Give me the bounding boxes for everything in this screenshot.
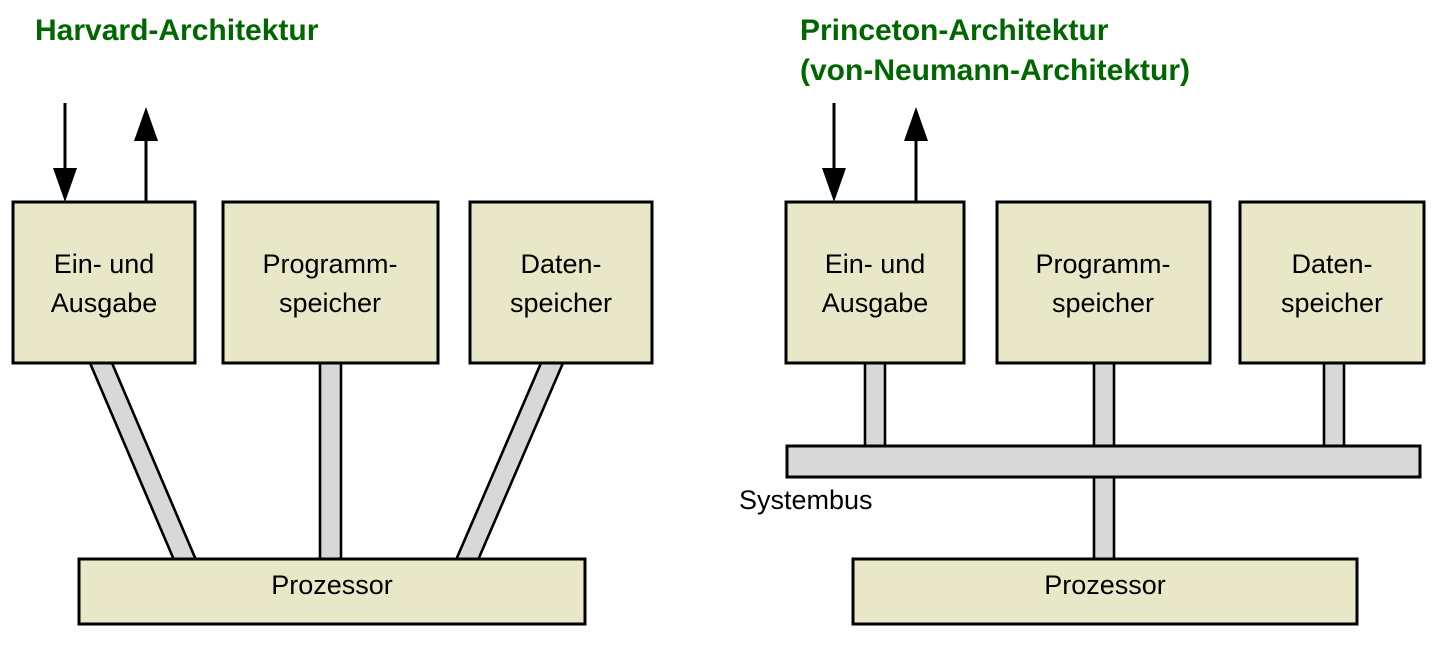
princeton-io-connector <box>863 361 887 448</box>
princeton-title-line1: Princeton-Architektur <box>800 14 1109 47</box>
harvard-output-arrow-icon <box>134 107 158 202</box>
harvard-box-data-memory-line1: Daten- <box>520 249 601 279</box>
harvard-box-io-line1: Ein- und <box>54 249 155 279</box>
harvard-box-io: Ein- und Ausgabe <box>11 200 197 365</box>
princeton-box-io-line2: Ausgabe <box>822 288 929 318</box>
harvard-input-arrow-icon <box>53 103 77 202</box>
princeton-box-data-memory: Daten- speicher <box>1238 200 1426 365</box>
harvard-architecture-group: Harvard-Architektur Ein- und Ausgabe Pro… <box>11 14 654 626</box>
princeton-box-io: Ein- und Ausgabe <box>784 200 966 365</box>
princeton-box-program-memory-line1: Programm- <box>1035 249 1170 279</box>
harvard-box-program-memory-line1: Programm- <box>262 249 397 279</box>
harvard-box-processor: Prozessor <box>77 557 587 626</box>
princeton-box-processor: Prozessor <box>851 557 1359 626</box>
princeton-box-data-memory-line1: Daten- <box>1291 249 1372 279</box>
princeton-data-connector <box>1322 361 1346 448</box>
harvard-box-data-memory-line2: speicher <box>510 288 612 318</box>
harvard-title: Harvard-Architektur <box>35 14 319 47</box>
princeton-processor-connector <box>1092 474 1116 563</box>
princeton-system-bus-label: Systembus <box>739 485 873 515</box>
harvard-program-connector <box>318 361 343 562</box>
princeton-title-line2: (von-Neumann-Architektur) <box>800 54 1190 87</box>
harvard-processor-label: Prozessor <box>271 570 393 600</box>
harvard-box-program-memory-line2: speicher <box>279 288 381 318</box>
princeton-system-bus <box>785 444 1422 479</box>
princeton-box-io-line1: Ein- und <box>825 249 926 279</box>
princeton-processor-label: Prozessor <box>1044 570 1166 600</box>
harvard-box-program-memory: Programm- speicher <box>221 200 440 365</box>
princeton-box-program-memory-line2: speicher <box>1052 288 1154 318</box>
harvard-io-connector <box>88 361 198 562</box>
harvard-box-data-memory: Daten- speicher <box>468 200 654 365</box>
princeton-program-connector <box>1092 361 1116 448</box>
harvard-box-io-line2: Ausgabe <box>51 288 158 318</box>
princeton-box-program-memory: Programm- speicher <box>995 200 1212 365</box>
princeton-output-arrow-icon <box>904 107 928 202</box>
princeton-input-arrow-icon <box>822 103 846 202</box>
princeton-box-data-memory-line2: speicher <box>1281 288 1383 318</box>
harvard-data-connector <box>454 361 565 562</box>
princeton-architecture-group: Princeton-Architektur (von-Neumann-Archi… <box>739 14 1426 626</box>
